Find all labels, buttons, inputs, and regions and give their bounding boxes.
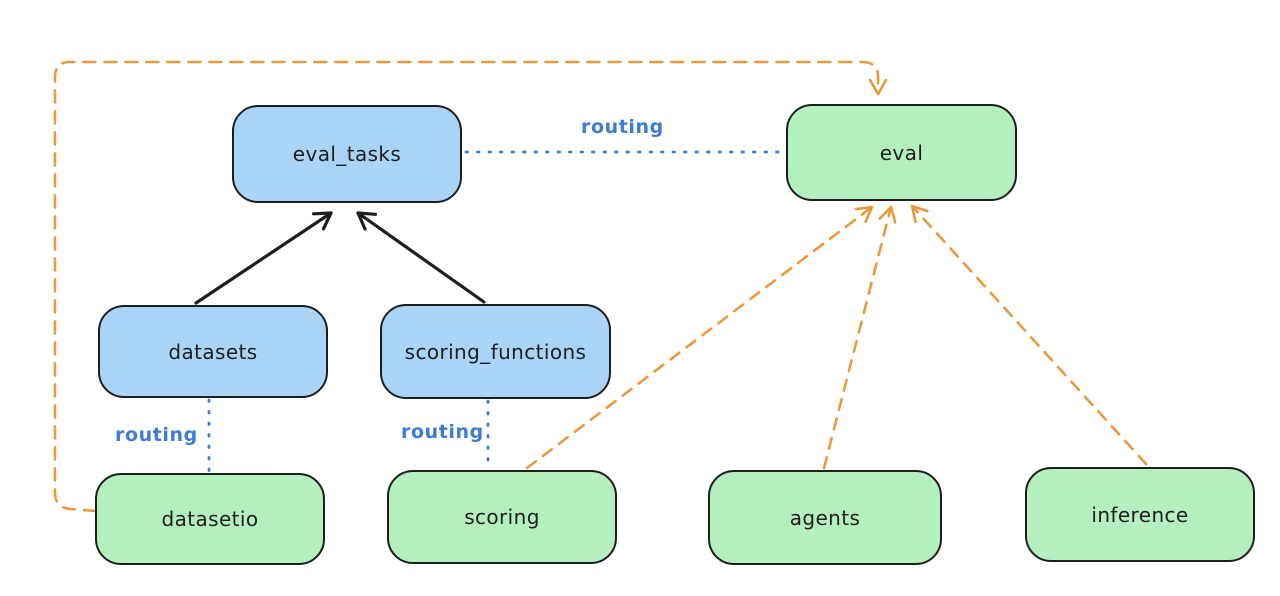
node-eval-tasks-label: eval_tasks: [292, 142, 402, 166]
edge-scoring-functions-to-eval-tasks: [356, 211, 486, 304]
node-scoring-label: scoring: [464, 505, 540, 529]
node-eval-label: eval: [879, 140, 924, 165]
node-scoring: scoring: [387, 470, 617, 564]
node-datasets: datasets: [98, 305, 328, 398]
node-scoring-functions-label: scoring_functions: [404, 339, 587, 364]
node-datasets-label: datasets: [168, 339, 258, 364]
edge-label-routing-scoring-functions-scoring: routing: [401, 421, 484, 443]
node-eval-tasks: eval_tasks: [232, 105, 462, 203]
node-agents-label: agents: [789, 505, 861, 530]
node-datasetio: datasetio: [95, 473, 325, 565]
node-datasetio-label: datasetio: [161, 507, 259, 531]
edge-agents-to-eval: [822, 205, 897, 470]
node-inference: inference: [1025, 467, 1255, 562]
node-inference-label: inference: [1091, 502, 1189, 527]
edge-scoring-to-eval: [525, 205, 874, 470]
edge-label-routing-datasets-datasetio: routing: [115, 424, 198, 446]
edge-datasets-to-eval-tasks: [194, 211, 333, 305]
node-scoring-functions: scoring_functions: [380, 304, 611, 399]
edge-inference-to-eval: [910, 204, 1148, 466]
node-eval: eval: [786, 104, 1017, 201]
edge-label-routing-eval-tasks-eval: routing: [581, 116, 664, 138]
node-agents: agents: [708, 470, 942, 565]
